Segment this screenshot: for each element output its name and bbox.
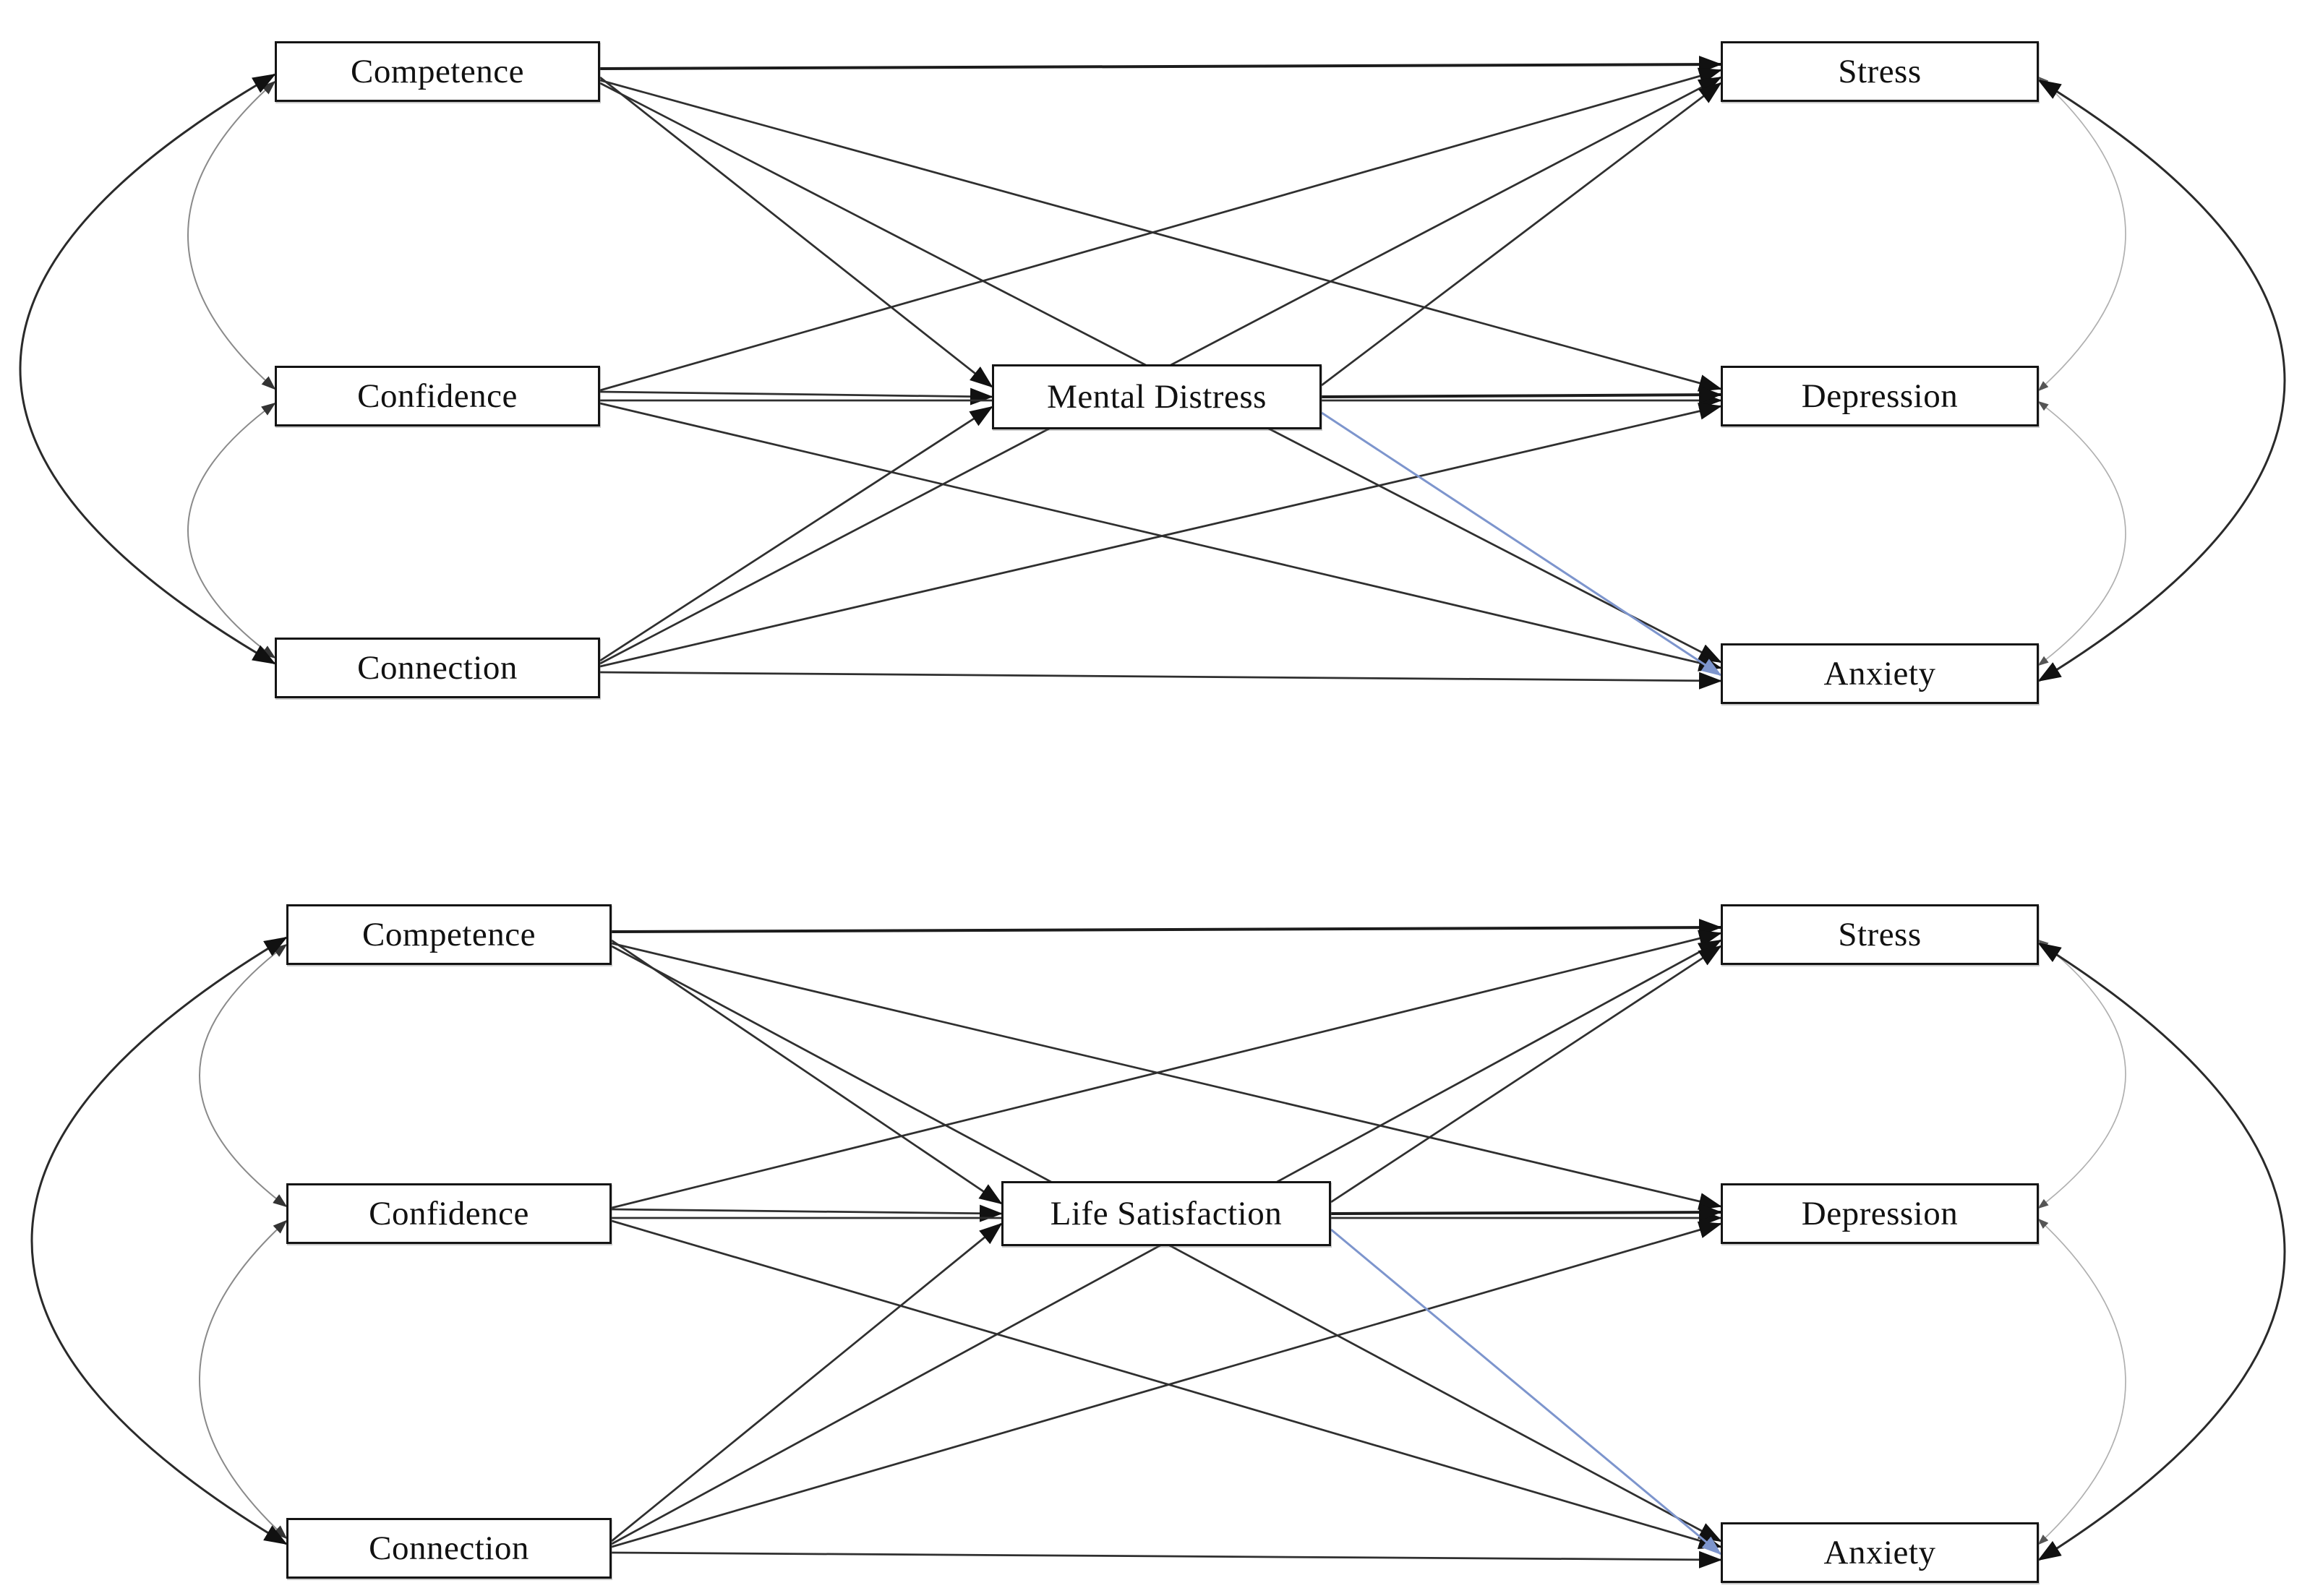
edge-stress-depression-model-2 <box>2037 939 2126 1209</box>
edge-competence-depression-model-2 <box>611 942 1722 1210</box>
edge-depression-anxiety-model-1 <box>2037 400 2126 666</box>
edge-confidence-connection-model-2 <box>199 1219 288 1540</box>
node-anxiety-model1: Anxiety <box>1721 643 2039 704</box>
edge-stress-anxiety-model-1 <box>2037 79 2286 682</box>
edge-connection-depression-model-2 <box>611 1221 1722 1548</box>
edge-mediator-anxiety-model-1 <box>1321 411 1722 677</box>
edge-confidence-stress-model-2 <box>611 930 1722 1209</box>
edge-competence-connection-model-1 <box>19 73 276 665</box>
node-stress-model2: Stress <box>1721 904 2039 965</box>
edge-mediator-stress-model-2 <box>1330 945 1722 1204</box>
node-connection-model1: Connection <box>275 638 600 698</box>
edge-competence-connection-model-2 <box>30 936 288 1545</box>
edge-confidence-stress-model-1 <box>599 67 1722 392</box>
edge-competence-confidence-model-1 <box>187 80 276 390</box>
node-confidence-model2: Confidence <box>286 1183 612 1244</box>
node-depression-model2: Depression <box>1721 1183 2039 1244</box>
edge-mediator-depression-model-1 <box>1321 386 1722 404</box>
node-connection-model2: Connection <box>286 1518 612 1579</box>
node-anxiety-model2: Anxiety <box>1721 1522 2039 1583</box>
edge-competence-stress-model-2 <box>611 919 1722 937</box>
edge-depression-anxiety-model-2 <box>2037 1218 2126 1545</box>
node-mental-distress-model1: Mental Distress <box>992 364 1322 429</box>
edge-mediator-depression-model-2 <box>1330 1204 1722 1222</box>
node-depression-model1: Depression <box>1721 366 2039 426</box>
node-life-satisfaction-model2: Life Satisfaction <box>1001 1181 1331 1246</box>
edge-competence-depression-model-1 <box>599 79 1722 392</box>
node-stress-model1: Stress <box>1721 41 2039 102</box>
edge-competence-mediator-model-2 <box>611 939 1003 1205</box>
edge-connection-mediator-model-1 <box>599 406 993 662</box>
node-competence-model1: Competence <box>275 41 600 102</box>
edge-connection-mediator-model-2 <box>611 1222 1003 1543</box>
edge-competence-mediator-model-1 <box>599 76 993 388</box>
edge-confidence-mediator-model-2 <box>611 1204 1003 1222</box>
edge-mediator-stress-model-1 <box>1321 82 1722 387</box>
edge-confidence-anxiety-model-2 <box>611 1219 1722 1550</box>
edge-stress-anxiety-model-2 <box>2037 942 2286 1561</box>
edge-connection-anxiety-model-1 <box>599 671 1722 690</box>
edge-connection-anxiety-model-2 <box>611 1550 1722 1569</box>
edge-mediator-anxiety-model-2 <box>1330 1228 1722 1556</box>
edge-competence-confidence-model-2 <box>199 943 288 1208</box>
edge-stress-depression-model-1 <box>2037 76 2126 392</box>
edge-connection-depression-model-1 <box>599 403 1722 668</box>
edge-confidence-mediator-model-1 <box>599 387 993 406</box>
node-competence-model2: Competence <box>286 904 612 965</box>
edge-competence-stress-model-1 <box>599 56 1722 74</box>
node-confidence-model1: Confidence <box>275 366 600 426</box>
edge-confidence-connection-model-1 <box>187 402 276 659</box>
